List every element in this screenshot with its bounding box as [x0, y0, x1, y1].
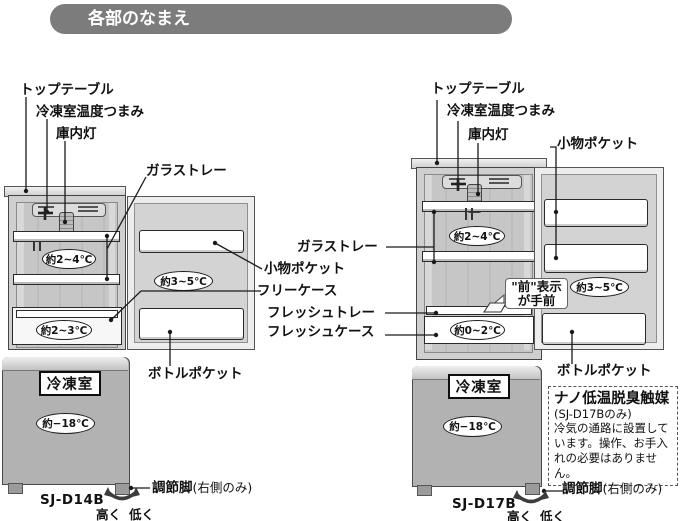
label-top-table-left: トップテーブル [20, 82, 114, 98]
label-interior-light-right: 庫内灯 [468, 127, 509, 143]
right-foot [417, 485, 432, 496]
front-mark-line2: が手前 [517, 293, 556, 309]
left-glass-tray-1 [13, 231, 120, 242]
left-bottle-pocket [139, 308, 244, 340]
label-small-pocket-left: 小物ポケット [264, 261, 345, 277]
raise-label-left: 高く [96, 507, 122, 521]
nano-catalyst-box: ナノ低温脱臭触媒 (SJ-D17Bのみ) 冷気の通路に設置しています。操作、お手… [548, 386, 678, 487]
model-name-left: SJ-D14B [40, 492, 105, 508]
vent-slot [78, 210, 98, 212]
raise-label-right: 高く [507, 509, 533, 521]
right-glass-tray-2 [422, 251, 536, 262]
front-mark-line1: "前"表示 [511, 279, 562, 294]
label-fresh-tray: フレッシュトレー [267, 305, 375, 321]
right-adjust-foot [525, 483, 540, 495]
temp-badge-left-case: 約2~3℃ [36, 320, 92, 340]
left-small-item [33, 241, 41, 251]
temp-badge-left-main: 約2~4℃ [42, 249, 96, 269]
label-small-pocket-right: 小物ポケット [557, 136, 638, 152]
page-title: 各部のなまえ [50, 4, 512, 34]
label-glass-tray-right: ガラストレー [297, 239, 378, 255]
nano-subtitle: (SJ-D17Bのみ) [554, 406, 632, 421]
vent-slot [449, 178, 465, 180]
right-small-pocket-2 [544, 244, 648, 273]
nano-body: 冷気の通路に設置しています。操作、お手入れの必要はありません。 [554, 421, 669, 481]
temp-badge-left-freezer: 約−18℃ [36, 413, 95, 434]
right-small-item [465, 208, 473, 220]
temp-badge-right-door: 約3~5℃ [570, 277, 629, 297]
model-name-right: SJ-D17B [452, 496, 517, 512]
right-fresh-tray [426, 306, 532, 315]
vent-slot [38, 206, 54, 208]
vent-slot [78, 206, 98, 208]
left-freezer-handle [2, 357, 128, 371]
vent-slot [489, 178, 509, 180]
temp-badge-right-case: 約0~2℃ [450, 320, 505, 340]
left-foot [8, 483, 23, 494]
nano-title: ナノ低温脱臭触媒 [554, 391, 670, 407]
temp-badge-right-main: 約2~4℃ [449, 226, 505, 246]
label-interior-light-left: 庫内灯 [56, 126, 97, 142]
left-adjust-foot [115, 483, 130, 495]
front-mark-callout: "前"表示 が手前 [505, 278, 568, 309]
label-adjust-foot-right: 調節脚(右側のみ) [562, 481, 663, 497]
label-bottle-pocket-left: ボトルポケット [148, 366, 243, 382]
lower-label-left: 低く [129, 507, 155, 521]
label-top-table-right: トップテーブル [431, 81, 525, 97]
right-rail [425, 175, 432, 350]
label-freezer-knob-right: 冷凍室温度つまみ [447, 103, 555, 119]
right-glass-tray-1 [422, 201, 536, 212]
label-free-case: フリーケース [257, 283, 338, 299]
right-freezer-label: 冷凍室 [448, 374, 510, 399]
label-glass-tray-left: ガラストレー [146, 163, 227, 179]
label-bottle-pocket-right: ボトルポケット [557, 363, 652, 379]
left-free-case-rim [16, 310, 118, 318]
label-adjust-foot-left: 調節脚(右側のみ) [152, 480, 253, 496]
vent-slot [489, 182, 509, 184]
label-fresh-case: フレッシュケース [267, 324, 375, 340]
lower-label-right: 低く [540, 509, 566, 521]
temp-badge-left-door: 約3~5℃ [154, 271, 213, 291]
left-freezer-label: 冷凍室 [39, 371, 101, 396]
left-small-pocket [139, 230, 244, 253]
rotate-arrow-right [515, 493, 547, 504]
right-rail [524, 175, 530, 350]
label-freezer-knob-left: 冷凍室温度つまみ [36, 104, 144, 120]
right-small-pocket-1 [544, 199, 648, 227]
left-glass-tray-2 [13, 274, 120, 285]
right-bottle-pocket [542, 313, 646, 345]
temp-badge-right-freezer: 約−18℃ [443, 416, 502, 437]
